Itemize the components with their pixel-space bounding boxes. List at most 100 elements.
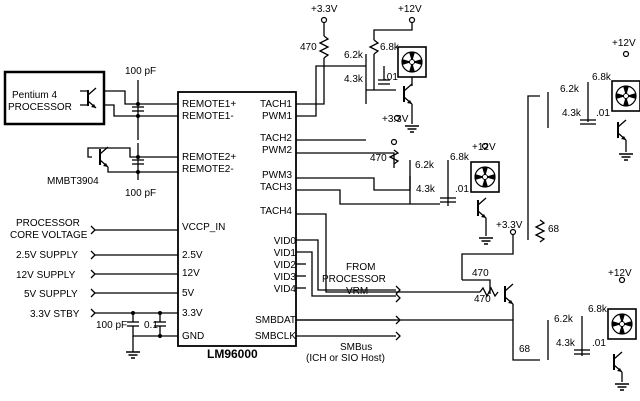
v12-label-4: +12V (608, 268, 632, 279)
ground-icon (618, 153, 634, 161)
pin-vid2: VID2 (274, 260, 297, 271)
r62k-label-3: 6.2k (560, 84, 580, 95)
core-voltage-label-2: CORE VOLTAGE (10, 230, 88, 241)
r470-label-3: 470 (472, 268, 489, 279)
fan-icon (470, 161, 500, 193)
supply-2v5-label: 2.5V SUPPLY (16, 250, 78, 261)
r43k-label-1: 4.3k (344, 74, 364, 85)
pin-remote1m: REMOTE1- (182, 111, 234, 122)
r62k-label-1: 6.2k (344, 50, 364, 61)
chip-name: LM96000 (207, 347, 258, 361)
cap-100pf-3: 100 pF (96, 320, 127, 331)
r68k-label-3: 6.8k (592, 72, 612, 83)
pin-3v3: 3.3V (182, 308, 203, 319)
vcc-terminal (320, 16, 328, 24)
pin-smbclk: SMBCLK (255, 331, 296, 342)
pin-pwm1: PWM1 (262, 111, 292, 122)
connector-chevron-icon (90, 288, 96, 298)
core-voltage-label-1: PROCESSOR (16, 218, 80, 229)
ground-icon (614, 383, 630, 391)
fan-icon (607, 308, 637, 340)
connector-chevron-icon (395, 293, 401, 303)
vrm-label-1: FROM (346, 262, 375, 273)
stby-label: 3.3V STBY (30, 309, 80, 320)
cap-100pf-1: 100 pF (125, 66, 156, 77)
pin-gnd: GND (182, 331, 204, 342)
r68-label-2: 68 (519, 344, 531, 355)
r68k-label-4: 6.8k (588, 304, 608, 315)
ground-icon (125, 351, 141, 359)
c01-label-3: .01 (596, 108, 610, 119)
r68k-label-2: 6.8k (450, 152, 470, 163)
pin-vid0: VID0 (274, 236, 297, 247)
r470-label-4: 470 (474, 294, 491, 305)
npn-transistor-icon (477, 197, 487, 219)
npn-transistor-icon (99, 146, 109, 168)
pin-vid3: VID3 (274, 272, 297, 283)
connector-chevron-icon (395, 331, 401, 341)
npn-transistor-icon (403, 83, 413, 105)
r470-label-1: 470 (300, 42, 317, 53)
r43k-label-2: 4.3k (416, 184, 436, 195)
fan-icon (611, 80, 640, 112)
pin-vid1: VID1 (274, 248, 297, 259)
pin-pwm3: PWM3 (262, 170, 292, 181)
pin-tach3: TACH3 (260, 182, 292, 193)
v12-label-2: +12V (472, 142, 496, 153)
pin-smbdat: SMBDAT (255, 315, 296, 326)
ground-icon (478, 237, 494, 245)
v12-label-3: +12V (612, 38, 636, 49)
connector-chevron-icon (90, 250, 96, 260)
pin-5v: 5V (182, 288, 195, 299)
mmbt3904-label: MMBT3904 (47, 176, 99, 187)
pin-remote1p: REMOTE1+ (182, 99, 236, 110)
r68k-label-1: 6.8k (380, 42, 400, 53)
fan-icon (397, 46, 427, 78)
pin-tach1: TACH1 (260, 99, 292, 110)
c01-label-2: .01 (455, 184, 469, 195)
r62k-label-4: 6.2k (554, 314, 574, 325)
vcc-terminal (622, 50, 630, 58)
npn-transistor-icon (613, 351, 623, 373)
c01-label-1: .01 (384, 72, 398, 83)
cap-100pf-2: 100 pF (125, 188, 156, 199)
connector-chevron-icon (90, 308, 96, 318)
lm96000-chip (177, 91, 297, 347)
r470-label-2: 470 (370, 153, 387, 164)
pin-remote2p: REMOTE2+ (182, 152, 236, 163)
pin-tach2: TACH2 (260, 133, 292, 144)
pin-12v: 12V (182, 268, 200, 279)
ground-icon (404, 125, 420, 133)
pin-pwm2: PWM2 (262, 145, 292, 156)
pin-vccp: VCCP_IN (182, 222, 225, 233)
supply-12v-label: 12V SUPPLY (16, 270, 76, 281)
vcc-terminal (390, 138, 398, 146)
supply-5v-label: 5V SUPPLY (24, 289, 78, 300)
c01-label-4: .01 (592, 338, 606, 349)
npn-transistor-icon (617, 119, 627, 141)
pin-tach4: TACH4 (260, 206, 292, 217)
pentium-label-2: PROCESSOR (8, 102, 72, 113)
smbus-label-2: (ICH or SIO Host) (306, 353, 385, 364)
v33-label-2: +3.3V (382, 114, 409, 125)
pentium-label-1: Pentium 4 (12, 90, 57, 101)
vcc-terminal (408, 16, 416, 24)
r62k-label-2: 6.2k (415, 160, 435, 171)
vrm-label-2: PROCESSOR (322, 274, 386, 285)
v33-label-1: +3.3V (311, 4, 338, 15)
connector-chevron-icon (395, 285, 401, 295)
v12-label-1: +12V (398, 4, 422, 15)
pin-vid4: VID4 (274, 284, 297, 295)
v33-label-3: +3.3V (496, 220, 523, 231)
smbus-label-1: SMBus (340, 342, 372, 353)
vrm-label-3: VRM (346, 286, 368, 297)
pin-2v5: 2.5V (182, 250, 203, 261)
pin-remote2m: REMOTE2- (182, 164, 234, 175)
connector-chevron-icon (90, 225, 96, 235)
connector-chevron-icon (90, 269, 96, 279)
r43k-label-4: 4.3k (556, 338, 576, 349)
r68-label-1: 68 (548, 224, 560, 235)
r43k-label-3: 4.3k (562, 108, 582, 119)
npn-transistor-icon (504, 283, 514, 305)
